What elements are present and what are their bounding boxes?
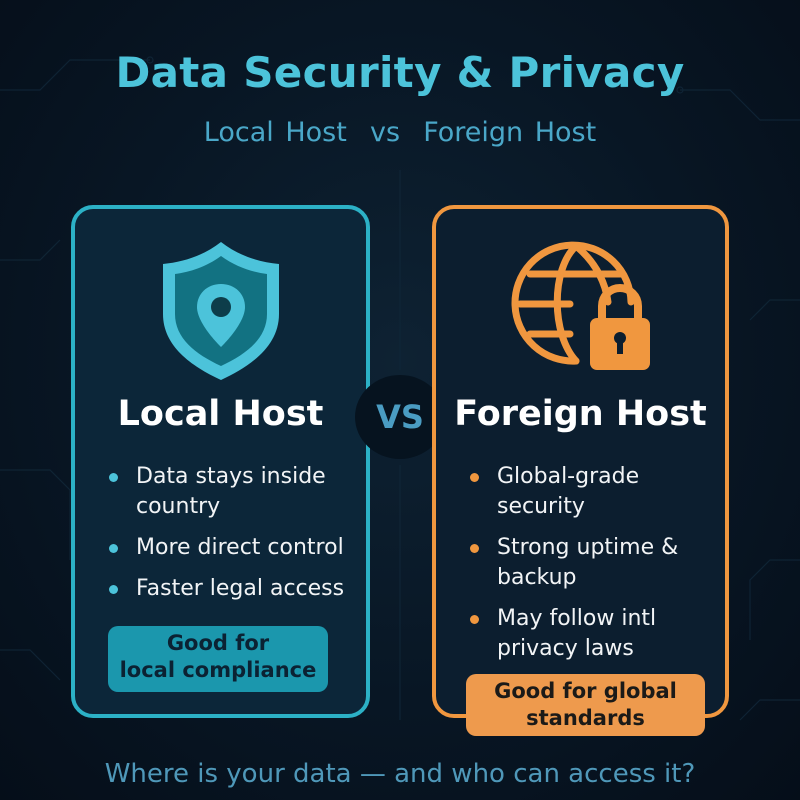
list-item: Global-grade security xyxy=(470,462,715,522)
local-compliance-badge: Good for local compliance xyxy=(108,626,328,692)
local-host-benefits: Data stays inside country More direct co… xyxy=(109,462,356,615)
page-title: Data Security & Privacy xyxy=(115,48,685,97)
bullet-icon xyxy=(470,615,479,624)
page-subtitle: Local Host vs Foreign Host xyxy=(203,117,597,148)
vs-divider: VS xyxy=(355,375,445,459)
foreign-host-benefits: Global-grade security Strong uptime & ba… xyxy=(470,462,715,675)
bullet-icon xyxy=(109,544,118,553)
local-host-title: Local Host xyxy=(117,394,324,434)
list-item: Strong uptime & backup xyxy=(470,533,715,593)
bullet-icon xyxy=(470,544,479,553)
list-item: Faster legal access xyxy=(109,574,356,604)
foreign-host-title: Foreign Host xyxy=(454,394,707,434)
list-item: May follow intl privacy laws xyxy=(470,604,715,664)
local-host-card: Local Host Data stays inside country Mor… xyxy=(71,205,370,718)
bullet-icon xyxy=(109,585,118,594)
footer-tagline: Where is your data — and who can access … xyxy=(104,759,696,789)
list-item: More direct control xyxy=(109,533,356,563)
bullet-icon xyxy=(470,473,479,482)
shield-location-icon xyxy=(162,242,279,380)
foreign-host-card: Foreign Host Global-grade security Stron… xyxy=(432,205,729,718)
bullet-icon xyxy=(109,473,118,482)
global-standards-badge: Good for global standards xyxy=(466,674,705,736)
globe-lock-icon xyxy=(511,241,650,370)
list-item: Data stays inside country xyxy=(109,462,356,522)
